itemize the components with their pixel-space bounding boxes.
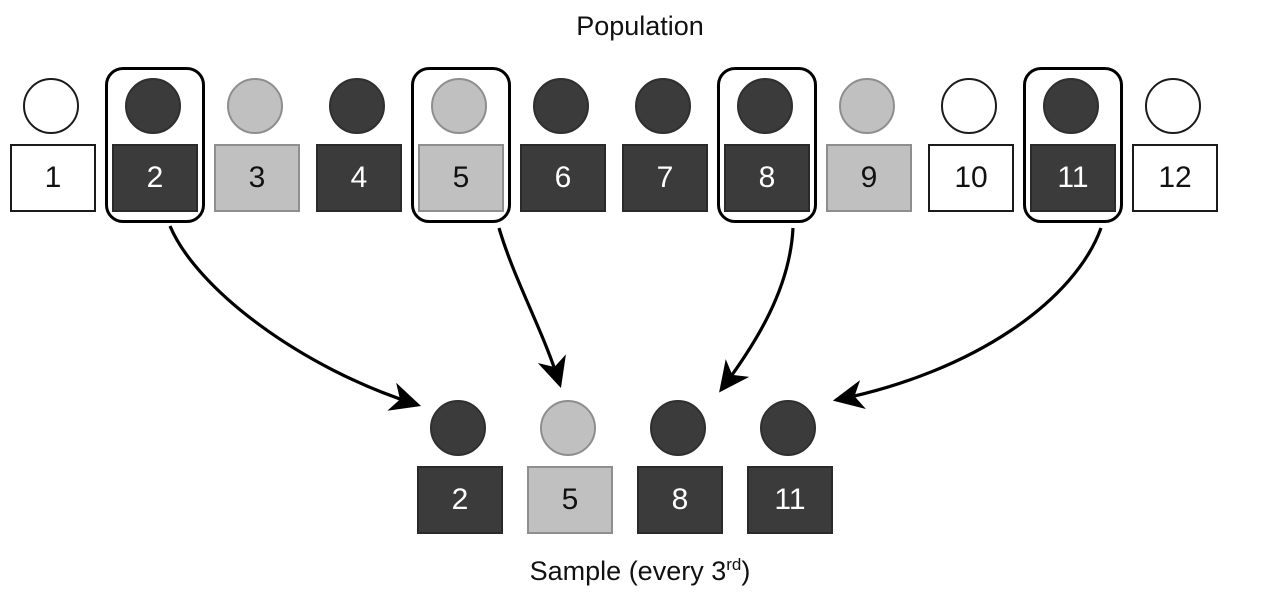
- person-head-icon: [227, 78, 283, 134]
- population-unit-label: 8: [724, 144, 810, 212]
- population-unit-label: 6: [520, 144, 606, 212]
- person-head-icon: [125, 78, 181, 134]
- population-unit-label: 2: [112, 144, 198, 212]
- arrow-from-unit-5-to-sample-5: [497, 227, 566, 389]
- sample-title-prefix: Sample (every 3: [529, 556, 727, 586]
- person-head-icon: [760, 400, 816, 456]
- person-head-icon: [650, 400, 706, 456]
- person-head-icon: [839, 78, 895, 134]
- population-unit-label: 1: [10, 144, 96, 212]
- person-head-icon: [533, 78, 589, 134]
- population-unit-label: 3: [214, 144, 300, 212]
- population-unit-label: 11: [1030, 144, 1116, 212]
- population-unit-label: 10: [928, 144, 1014, 212]
- person-head-icon: [1145, 78, 1201, 134]
- sample-unit-label: 8: [637, 466, 723, 534]
- sample-unit-label: 11: [747, 466, 833, 534]
- person-head-icon: [540, 400, 596, 456]
- population-unit-label: 12: [1132, 144, 1218, 212]
- sample-unit-label: 2: [417, 466, 503, 534]
- sample-unit-label: 5: [527, 466, 613, 534]
- sample-title-superscript: rd: [726, 555, 742, 574]
- population-unit-label: 7: [622, 144, 708, 212]
- arrow-from-unit-2-to-sample-2: [168, 225, 422, 411]
- person-head-icon: [23, 78, 79, 134]
- population-unit-label: 9: [826, 144, 912, 212]
- person-head-icon: [635, 78, 691, 134]
- person-head-icon: [941, 78, 997, 134]
- population-unit-label: 5: [418, 144, 504, 212]
- person-head-icon: [737, 78, 793, 134]
- population-unit-label: 4: [316, 144, 402, 212]
- person-head-icon: [431, 78, 487, 134]
- person-head-icon: [329, 78, 385, 134]
- person-head-icon: [1043, 78, 1099, 134]
- person-head-icon: [430, 400, 486, 456]
- sample-title: Sample (every 3rd): [0, 555, 1280, 586]
- arrow-from-unit-11-to-sample-11: [832, 227, 1103, 409]
- population-title: Population: [576, 11, 704, 41]
- arrow-from-unit-8-to-sample-8: [719, 227, 795, 393]
- sample-title-suffix: ): [741, 556, 751, 586]
